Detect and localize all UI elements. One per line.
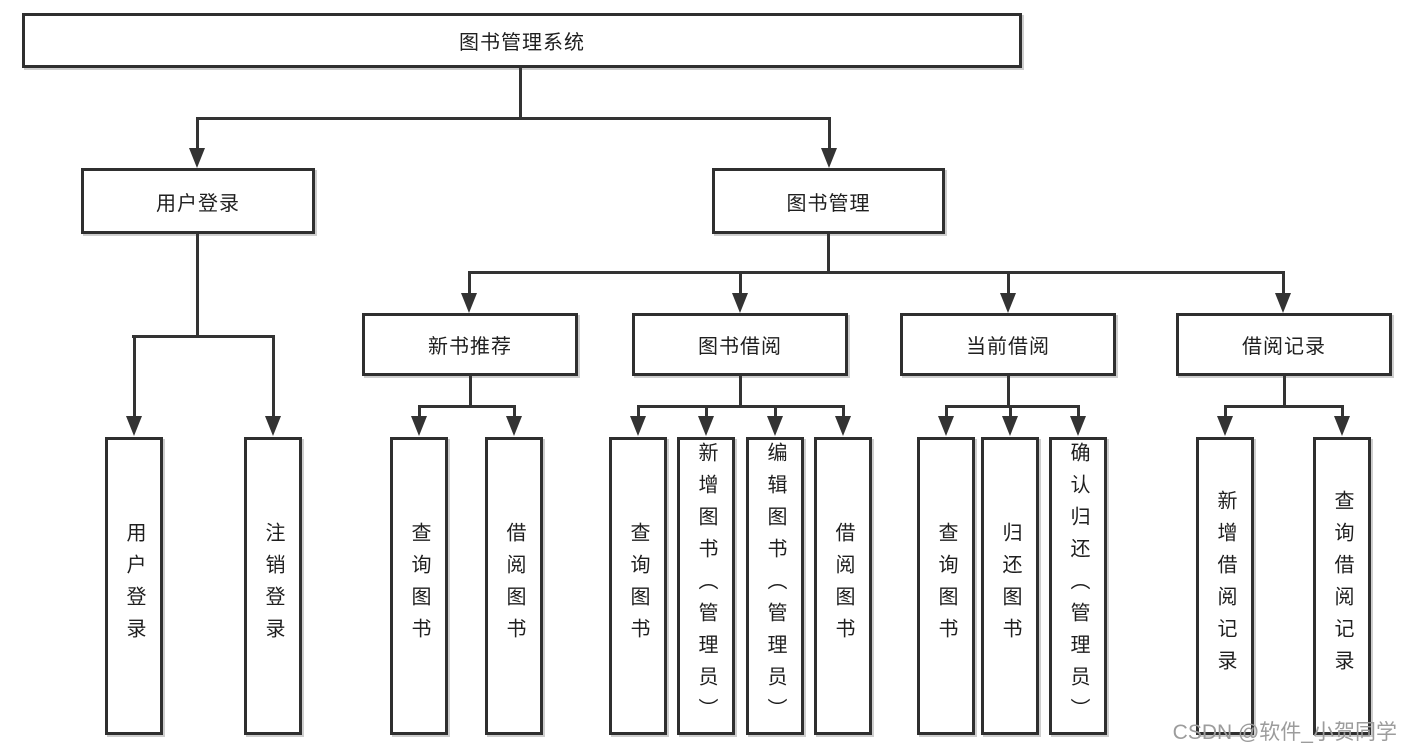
node-label: 借阅记录 bbox=[1242, 336, 1326, 358]
node-label: 注销登录 bbox=[262, 522, 284, 650]
connector-leaf bbox=[774, 405, 777, 418]
connector-book-mgmt-split bbox=[468, 271, 1285, 274]
leaf-borrow-borrow-books: 借阅图书 bbox=[814, 437, 872, 735]
node-new-book-recommend: 新书推荐 bbox=[362, 313, 578, 376]
connector-current-stem bbox=[1007, 376, 1010, 408]
leaf-records-add-record: 新增借阅记录 bbox=[1196, 437, 1254, 735]
node-user-login: 用户登录 bbox=[81, 168, 315, 234]
node-current-borrowing: 当前借阅 bbox=[900, 313, 1116, 376]
connector-user-login-split bbox=[132, 335, 275, 338]
connector-borrow-stem bbox=[739, 376, 742, 408]
arrowhead-icon bbox=[1334, 416, 1350, 436]
connector-borrow-split bbox=[637, 405, 845, 408]
node-borrow-records: 借阅记录 bbox=[1176, 313, 1392, 376]
arrowhead-icon bbox=[1000, 293, 1016, 313]
connector-leaf bbox=[705, 405, 708, 418]
node-book-management: 图书管理 bbox=[712, 168, 945, 234]
node-label: 图书借阅 bbox=[698, 336, 782, 358]
connector-leaf bbox=[1224, 405, 1227, 418]
leaf-current-confirm-return-admin: 确认归还（管理员） bbox=[1049, 437, 1107, 735]
arrowhead-icon bbox=[411, 416, 427, 436]
node-label: 查询图书 bbox=[935, 522, 957, 650]
connector-leaf bbox=[1341, 405, 1344, 418]
node-label: 新增借阅记录 bbox=[1214, 490, 1236, 682]
connector-book-mgmt-stem bbox=[827, 234, 830, 274]
node-label: 编辑图书（管理员） bbox=[764, 442, 786, 730]
connector-to-records bbox=[1282, 271, 1285, 295]
node-label: 新书推荐 bbox=[428, 336, 512, 358]
leaf-newbook-query-books: 查询图书 bbox=[390, 437, 448, 735]
leaf-user-login: 用户登录 bbox=[105, 437, 163, 735]
node-label: 用户登录 bbox=[123, 522, 145, 650]
arrowhead-icon bbox=[189, 148, 205, 168]
arrowhead-icon bbox=[461, 293, 477, 313]
connector-to-book-mgmt bbox=[828, 117, 831, 150]
connector-records-stem bbox=[1283, 376, 1286, 408]
arrowhead-icon bbox=[821, 148, 837, 168]
leaf-logout: 注销登录 bbox=[244, 437, 302, 735]
arrowhead-icon bbox=[732, 293, 748, 313]
arrowhead-icon bbox=[938, 416, 954, 436]
node-label: 归还图书 bbox=[999, 522, 1021, 650]
connector-to-leaf-logout bbox=[272, 335, 275, 418]
connector-leaf bbox=[1077, 405, 1080, 418]
connector-leaf bbox=[637, 405, 640, 418]
connector-leaf bbox=[842, 405, 845, 418]
arrowhead-icon bbox=[506, 416, 522, 436]
leaf-borrow-query-books: 查询图书 bbox=[609, 437, 667, 735]
arrowhead-icon bbox=[835, 416, 851, 436]
arrowhead-icon bbox=[630, 416, 646, 436]
connector-root-split bbox=[196, 117, 831, 120]
connector-root-stem bbox=[519, 68, 522, 118]
leaf-current-return-books: 归还图书 bbox=[981, 437, 1039, 735]
node-label: 当前借阅 bbox=[966, 336, 1050, 358]
leaf-borrow-edit-books-admin: 编辑图书（管理员） bbox=[746, 437, 804, 735]
node-book-borrowing: 图书借阅 bbox=[632, 313, 848, 376]
arrowhead-icon bbox=[1275, 293, 1291, 313]
connector-records-split bbox=[1224, 405, 1344, 408]
node-label: 新增图书（管理员） bbox=[695, 442, 717, 730]
connector-current-split bbox=[945, 405, 1080, 408]
connector-leaf bbox=[513, 405, 516, 418]
arrowhead-icon bbox=[1217, 416, 1233, 436]
leaf-borrow-add-books-admin: 新增图书（管理员） bbox=[677, 437, 735, 735]
node-label: 图书管理系统 bbox=[459, 32, 585, 54]
connector-to-borrow bbox=[739, 271, 742, 295]
leaf-records-query-record: 查询借阅记录 bbox=[1313, 437, 1371, 735]
connector-to-user-login bbox=[196, 117, 199, 150]
node-label: 确认归还（管理员） bbox=[1067, 442, 1089, 730]
arrowhead-icon bbox=[265, 416, 281, 436]
connector-leaf bbox=[1009, 405, 1012, 418]
node-book-management-system: 图书管理系统 bbox=[22, 13, 1022, 68]
node-label: 借阅图书 bbox=[832, 522, 854, 650]
arrowhead-icon bbox=[767, 416, 783, 436]
node-label: 查询图书 bbox=[408, 522, 430, 650]
arrowhead-icon bbox=[126, 416, 142, 436]
node-label: 用户登录 bbox=[156, 192, 240, 215]
node-label: 图书管理 bbox=[786, 192, 871, 215]
connector-leaf bbox=[945, 405, 948, 418]
node-label: 借阅图书 bbox=[503, 522, 525, 650]
connector-leaf bbox=[418, 405, 421, 418]
arrowhead-icon bbox=[1070, 416, 1086, 436]
connector-new-book-stem bbox=[469, 376, 472, 408]
node-label: 查询借阅记录 bbox=[1331, 490, 1353, 682]
connector-to-current bbox=[1007, 271, 1010, 295]
connector-user-login-stem bbox=[196, 234, 199, 337]
connector-to-leaf-user-login bbox=[133, 335, 136, 418]
csdn-watermark: CSDN @软件_小贺同学 bbox=[1172, 721, 1397, 744]
leaf-current-query-books: 查询图书 bbox=[917, 437, 975, 735]
arrowhead-icon bbox=[698, 416, 714, 436]
node-label: 查询图书 bbox=[627, 522, 649, 650]
connector-new-book-split bbox=[418, 405, 516, 408]
connector-to-new-book bbox=[468, 271, 471, 295]
leaf-newbook-borrow-books: 借阅图书 bbox=[485, 437, 543, 735]
arrowhead-icon bbox=[1002, 416, 1018, 436]
